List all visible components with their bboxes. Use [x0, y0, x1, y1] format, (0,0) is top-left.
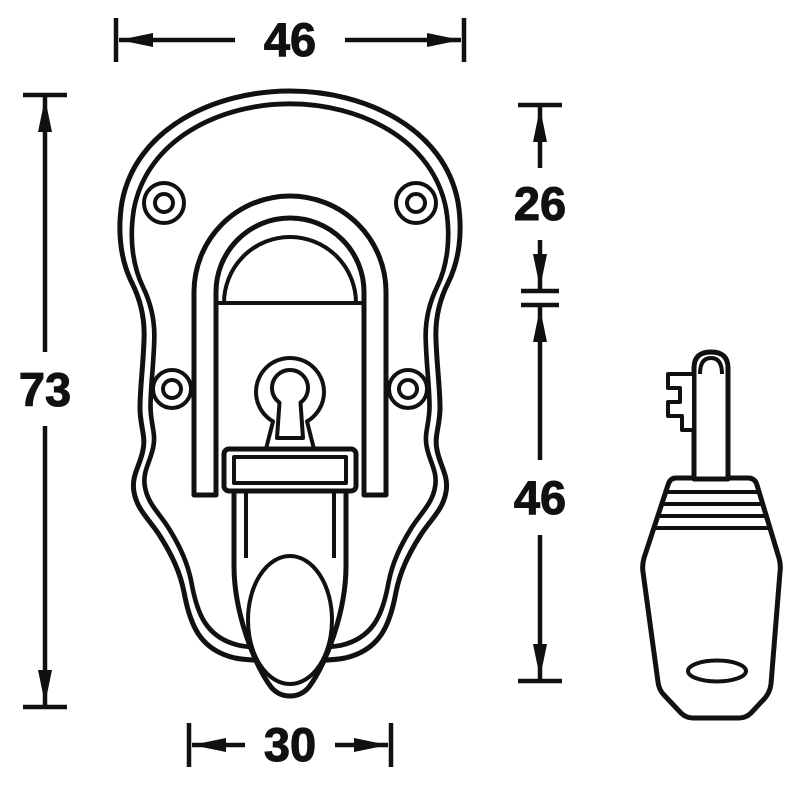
key-blade — [691, 349, 731, 482]
dimension-label-right-lower: 46 — [514, 471, 566, 524]
dimension-bottom-width: 30 — [186, 718, 394, 772]
dome-line — [216, 235, 364, 305]
key-side-view — [640, 349, 783, 721]
key-head — [640, 475, 783, 721]
screw-hole-mid-right — [387, 368, 429, 410]
dimension-label-right-upper: 26 — [514, 177, 566, 230]
screw-hole-mid-left — [151, 368, 193, 410]
key-blade-inner-line — [698, 356, 724, 375]
keyhole — [270, 367, 310, 440]
latch-front-view — [117, 88, 463, 699]
dimension-label-top-width: 46 — [264, 13, 316, 66]
drawing-root: 46 73 26 — [18, 13, 783, 772]
catch-bar — [221, 446, 359, 494]
dimension-right-lower: 46 — [513, 302, 567, 684]
dimension-label-bottom-width: 30 — [264, 718, 316, 771]
dimension-top-width: 46 — [113, 13, 467, 67]
hasp-loop — [191, 193, 389, 498]
screw-hole-top-left — [142, 181, 186, 225]
dimension-left-height: 73 — [18, 92, 72, 710]
key-ring-slot — [686, 658, 748, 684]
key-bit — [666, 372, 696, 432]
screw-hole-top-right — [394, 181, 438, 225]
key-grip-lines — [656, 490, 769, 530]
dimension-right-upper: 26 — [513, 102, 567, 294]
latch-tongue — [231, 488, 349, 699]
dimension-label-left-height: 73 — [19, 363, 71, 416]
